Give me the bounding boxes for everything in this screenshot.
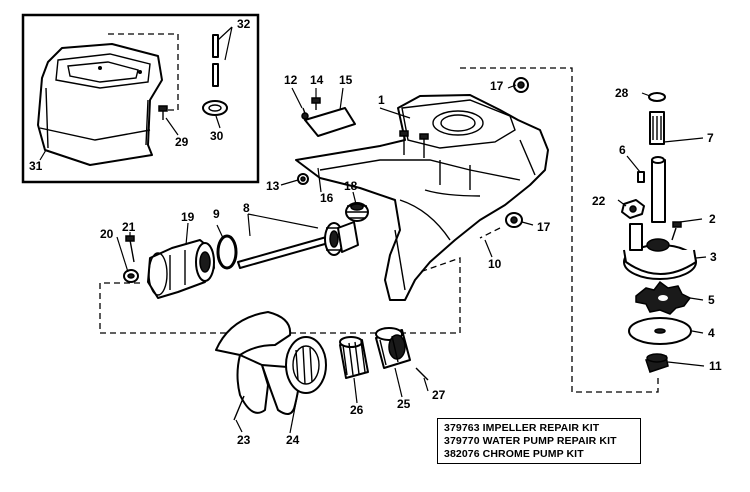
drive-shaft-lower <box>651 156 666 223</box>
callout-23: 23 <box>237 433 251 447</box>
callout-17-upper: 17 <box>490 79 504 93</box>
callout-31: 31 <box>29 159 43 173</box>
grommet-lower <box>505 212 523 228</box>
callout-26: 26 <box>350 403 364 417</box>
grommet-upper <box>513 77 529 93</box>
callout-28: 28 <box>615 86 629 100</box>
callout-27: 27 <box>432 388 446 402</box>
callout-20: 20 <box>100 227 114 241</box>
callout-8: 8 <box>243 201 250 215</box>
key-6 <box>637 171 645 183</box>
nut-22 <box>621 199 645 219</box>
callout-19: 19 <box>181 210 195 224</box>
callout-10: 10 <box>488 257 502 271</box>
callout-13: 13 <box>266 179 280 193</box>
callout-14: 14 <box>310 73 324 87</box>
spline-bushing <box>375 327 411 369</box>
repair-kit-legend: 379763 IMPELLER REPAIR KIT 379770 WATER … <box>437 418 641 464</box>
plate-4 <box>628 317 692 345</box>
callout-3: 3 <box>710 250 717 264</box>
callout-17-lower: 17 <box>537 220 551 234</box>
callout-5: 5 <box>708 293 715 307</box>
callout-numbers: 1 2 3 4 5 6 7 8 9 10 11 12 13 14 15 16 1… <box>29 17 722 447</box>
callout-1: 1 <box>378 93 385 107</box>
callout-25: 25 <box>397 397 411 411</box>
inset-panel <box>21 13 260 184</box>
kit-impeller-repair: 379763 IMPELLER REPAIR KIT <box>444 422 600 434</box>
callout-9: 9 <box>213 207 220 221</box>
o-ring-28 <box>648 92 666 102</box>
nut-20 <box>123 269 139 283</box>
callout-24: 24 <box>286 433 300 447</box>
screw-2 <box>671 221 682 241</box>
pin-27 <box>415 367 429 381</box>
o-ring <box>216 234 238 270</box>
kit-chrome-pump: 382076 CHROME PUMP KIT <box>444 448 584 460</box>
spline-drive <box>339 336 369 379</box>
bearing-housing <box>147 239 215 299</box>
callout-2: 2 <box>709 212 716 226</box>
callout-4: 4 <box>708 326 715 340</box>
grommet-11 <box>645 353 669 373</box>
callout-30: 30 <box>210 129 224 143</box>
pinion-gear <box>345 202 369 222</box>
callout-6: 6 <box>619 143 626 157</box>
propeller <box>215 311 327 415</box>
callout-12: 12 <box>284 73 298 87</box>
callout-22: 22 <box>592 194 606 208</box>
nut-13 <box>297 173 309 185</box>
impeller <box>635 280 692 315</box>
leader-lines <box>116 84 707 434</box>
gearcase-housing <box>295 94 549 301</box>
callout-7: 7 <box>707 131 714 145</box>
callout-15: 15 <box>339 73 353 87</box>
callout-16: 16 <box>320 191 334 205</box>
callout-29: 29 <box>175 135 189 149</box>
callout-11: 11 <box>709 359 722 373</box>
screw-14 <box>311 97 321 110</box>
cover-plate <box>304 107 356 137</box>
callout-18: 18 <box>344 179 358 193</box>
screw-21 <box>125 235 135 263</box>
kit-water-pump-repair: 379770 WATER PUMP REPAIR KIT <box>444 435 617 447</box>
callout-32: 32 <box>237 17 251 31</box>
cotter-pin <box>233 395 245 421</box>
propeller-shaft <box>237 221 359 269</box>
pump-housing <box>623 223 697 280</box>
screw-12 <box>301 107 309 120</box>
drive-shaft-upper <box>649 111 665 145</box>
callout-21: 21 <box>122 220 136 234</box>
